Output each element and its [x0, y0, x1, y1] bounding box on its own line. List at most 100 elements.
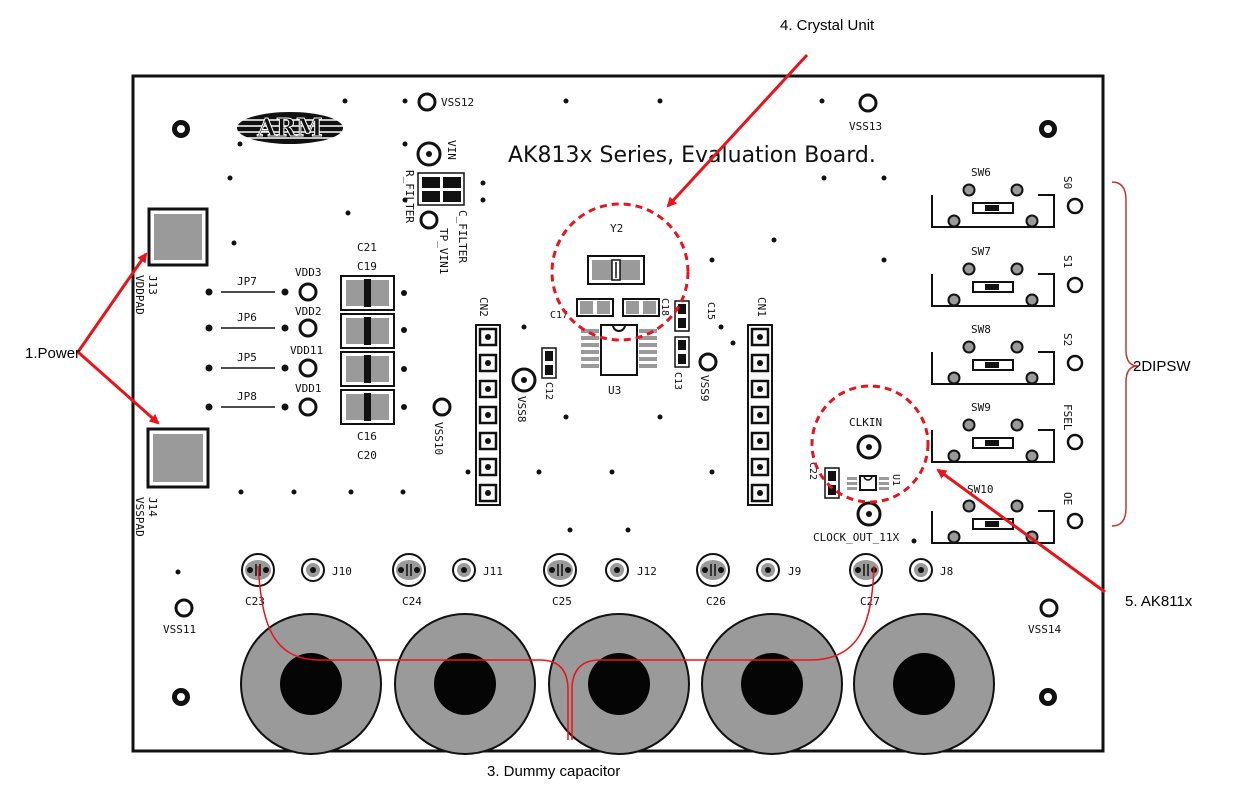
jp8-label: JP8 [237, 390, 257, 403]
dummy-cap-line-right [571, 565, 875, 740]
vin-filter-cluster: VIN R_FILTER C_FILTER TP_VIN1 [403, 140, 469, 274]
vss14-testpoint: VSS14 [1028, 598, 1061, 636]
vss8-testpoint: VSS8 [511, 367, 537, 423]
ak811x-callout-label: 5. AK811x [1125, 593, 1193, 610]
c26-label: C26 [706, 595, 726, 608]
y2-crystal: Y2 [587, 222, 645, 285]
sw8-label: SW8 [971, 323, 991, 336]
dip-switch-sw8: SW8 S2 [931, 323, 1084, 385]
vss9-label: VSS9 [698, 375, 711, 402]
c16-label: C16 [357, 430, 377, 443]
crystal-callout-label: 4. Crystal Unit [780, 17, 875, 34]
oe-label: OE [1061, 492, 1074, 505]
vss9-testpoint: VSS9 [698, 352, 718, 402]
vin-label: VIN [445, 140, 458, 160]
fsel-label: FSEL [1061, 404, 1074, 431]
c18-cap: C18 [622, 298, 670, 317]
crystal-arrow [666, 53, 809, 208]
u1-label: U1 [890, 474, 901, 486]
large-pads [240, 613, 995, 755]
jumper-row-jp7: JP7 VDD3 [205, 266, 322, 302]
j13-label: J13 [146, 275, 159, 295]
jumper-row-jp6: JP6 VDD2 [205, 305, 322, 338]
jp5-label: JP5 [237, 351, 257, 364]
clock-out-testpoint: CLOCK_OUT_11X [813, 501, 899, 544]
dipsw-callout-label: 2DIPSW [1133, 358, 1191, 375]
clock-out-label: CLOCK_OUT_11X [813, 531, 899, 544]
connector-j11: J11 C24 [392, 553, 503, 608]
vdd2-label: VDD2 [295, 305, 322, 318]
u3-chip: U3 [581, 324, 657, 397]
vss14-label: VSS14 [1028, 623, 1061, 636]
arm-logo: ARM [237, 112, 343, 144]
c24-label: C24 [402, 595, 422, 608]
power-arrow-top [76, 252, 148, 353]
capacitor-column: C21 C19 C16 C20 [340, 241, 407, 462]
c25-label: C25 [552, 595, 572, 608]
vss11-label: VSS11 [163, 623, 196, 636]
j13-vddpad: J13 VDDPAD [133, 207, 209, 315]
j9-label: J9 [788, 565, 801, 578]
c19-label: C19 [357, 260, 377, 273]
dummy-cap-line-left [257, 565, 569, 740]
large-pad-3 [548, 613, 690, 755]
sw6-label: SW6 [971, 166, 991, 179]
vss12-label: VSS12 [441, 96, 474, 109]
j12-label: J12 [637, 565, 657, 578]
c18-label: C18 [659, 298, 670, 316]
jumper-row-jp5: JP5 VDD11 [205, 344, 323, 378]
r-filter-label: R_FILTER [403, 170, 416, 223]
sw10-label: SW10 [967, 483, 994, 496]
s1-label: S1 [1061, 255, 1074, 268]
c23-label: C23 [245, 595, 265, 608]
cn1-header: CN1 [747, 297, 773, 506]
vss10-label: VSS10 [432, 422, 445, 455]
clkin-label: CLKIN [849, 416, 882, 429]
dummy-cap-callout-label: 3. Dummy capacitor [487, 763, 620, 780]
c21-label: C21 [357, 241, 377, 254]
tp-vin1-label: TP_VIN1 [437, 228, 450, 274]
c15-label: C15 [705, 302, 716, 320]
vss13-testpoint: VSS13 [849, 93, 882, 133]
c12-cap: C12 [541, 347, 557, 400]
c22-cap: C22 [807, 462, 840, 499]
ak811x-arrow [936, 468, 1106, 594]
dip-switch-sw9: SW9 FSEL [931, 401, 1084, 463]
large-pad-5 [853, 613, 995, 755]
jp7-label: JP7 [237, 275, 257, 288]
c22-label: C22 [807, 462, 818, 480]
vdd3-label: VDD3 [295, 266, 322, 279]
connector-j12: J12 C25 [543, 553, 657, 608]
via-dots [175, 98, 917, 575]
ak811x-highlight-circle [810, 384, 930, 504]
s0-label: S0 [1061, 176, 1074, 189]
cn2-header: CN2 [475, 297, 501, 506]
vss11-testpoint: VSS11 [163, 598, 196, 636]
power-arrow-bottom [77, 350, 160, 425]
crystal-highlight-circle [550, 202, 690, 342]
connector-j9: J9 C26 [696, 553, 801, 608]
vdd11-label: VDD11 [290, 344, 323, 357]
cn1-label: CN1 [755, 297, 768, 317]
logo-text: ARM [256, 113, 322, 142]
clkin-testpoint: CLKIN [849, 416, 882, 460]
connector-j8: J8 C27 [849, 553, 953, 608]
c-filter-label: C_FILTER [456, 210, 469, 263]
dip-switch-sw7: SW7 S1 [931, 245, 1084, 307]
power-callout-label: 1.Power [25, 345, 80, 362]
j14-label: J14 [146, 497, 159, 517]
jp6-label: JP6 [237, 311, 257, 324]
mounting-holes [172, 120, 1057, 706]
connector-j10: J10 C23 [241, 553, 352, 608]
s2-label: S2 [1061, 333, 1074, 346]
c13-label: C13 [672, 372, 683, 390]
dipsw-brace [1111, 181, 1139, 527]
vss12-testpoint: VSS12 [417, 92, 474, 112]
vdd1-label: VDD1 [295, 382, 322, 395]
c20-label: C20 [357, 449, 377, 462]
cn2-label: CN2 [477, 297, 490, 317]
y2-label: Y2 [610, 222, 623, 235]
c17-cap: C17 [550, 298, 614, 321]
